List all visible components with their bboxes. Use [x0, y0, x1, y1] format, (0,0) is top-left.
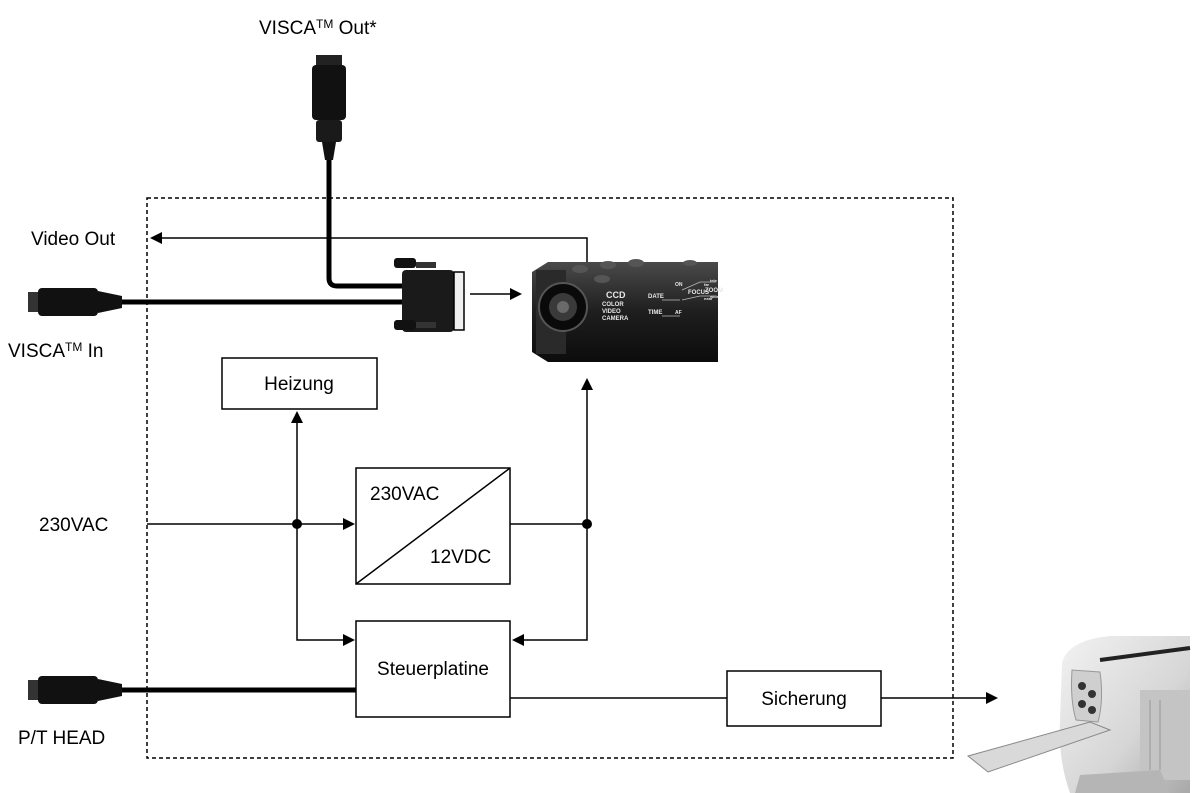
control-board-label: Steuerplatine	[377, 659, 489, 680]
converter-output-label: 12VDC	[430, 547, 491, 568]
camera-label-date: DATE	[648, 294, 664, 300]
camera-label-video: VIDEO	[602, 309, 621, 315]
visca-in-connector	[28, 288, 122, 316]
pan-tilt-head	[966, 636, 1191, 793]
camera-label-camera: CAMERA	[602, 316, 629, 322]
power-converter-box	[355, 467, 511, 585]
visca-out-cable	[326, 160, 402, 289]
camera-label-time: TIME	[648, 310, 662, 316]
db-connector	[394, 258, 465, 332]
heater-label: Heizung	[264, 374, 334, 395]
control-board-ac-feed	[296, 524, 355, 646]
fuse-label: Sicherung	[761, 689, 847, 710]
camera-label-zoom: ZOOM	[705, 288, 723, 294]
heater-box	[221, 357, 378, 410]
camera-label-ccd: CCD	[606, 290, 626, 300]
camera-label-wide: wide	[709, 294, 720, 299]
camera-label-color: COLOR	[602, 302, 624, 308]
control-board-dc-feed	[512, 524, 588, 646]
camera-label-focus: FOCUS	[688, 290, 709, 296]
video-out-label: Video Out	[31, 229, 116, 250]
video-out-line	[150, 232, 588, 262]
camera-label-far: far	[704, 282, 710, 287]
visca-in-label: VISCATM In	[8, 340, 103, 362]
visca-out-connector	[312, 55, 346, 160]
camera-label-on: ON	[675, 282, 683, 288]
pt-head-connector	[28, 676, 122, 704]
housing-boundary	[146, 197, 954, 759]
power-input-label: 230VAC	[39, 515, 108, 536]
camera: CCD COLOR VIDEO CAMERA DATE TIME ON AF F…	[532, 259, 723, 362]
converter-input-label: 230VAC	[370, 484, 439, 505]
camera-label-tele: tele	[710, 278, 718, 283]
fuse-box	[726, 670, 882, 727]
camera-label-af: AF	[675, 310, 682, 316]
camera-label-near: near	[704, 296, 713, 301]
pt-head-label: P/T HEAD	[18, 728, 105, 749]
visca-out-label: VISCATM Out*	[259, 17, 377, 39]
control-board-box	[355, 620, 511, 718]
